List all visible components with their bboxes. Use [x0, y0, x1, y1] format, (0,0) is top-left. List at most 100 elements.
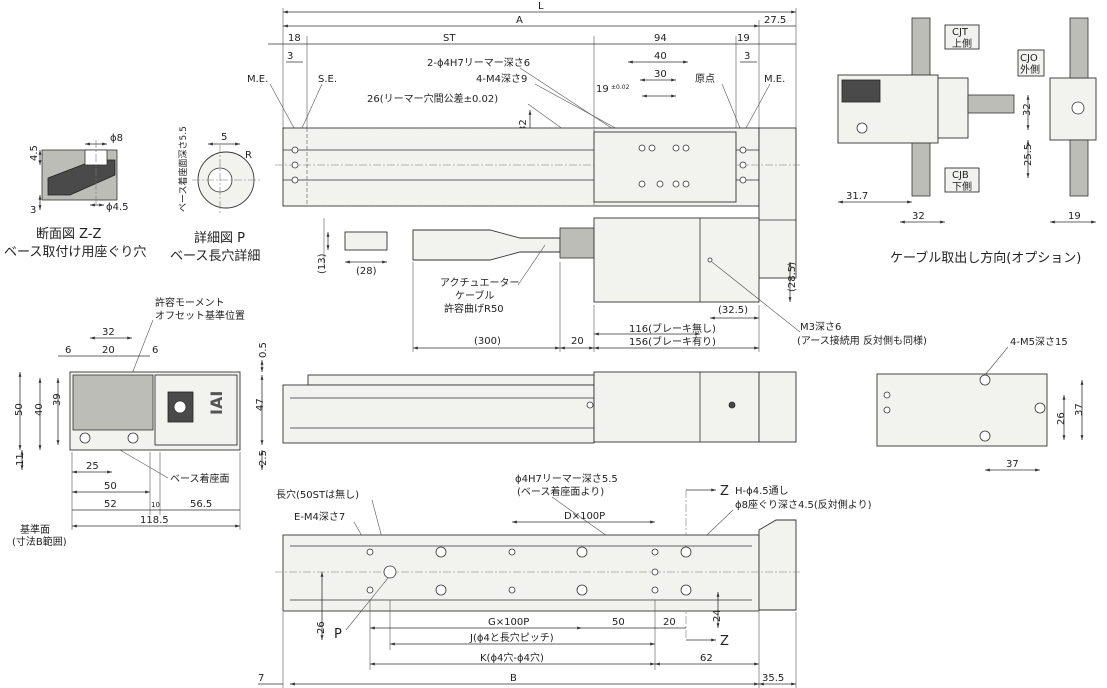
label-se: S.E.	[318, 74, 337, 85]
label-b26: 26	[316, 621, 327, 634]
label-e118-5: 118.5	[140, 515, 169, 526]
right-end-view: 4-M5深さ15 37 26 37	[876, 336, 1085, 472]
label-B: B	[510, 673, 517, 684]
label-K: K(ϕ4穴-ϕ4穴)	[480, 651, 544, 664]
label-P: P	[334, 627, 342, 642]
label-19: 19	[737, 33, 750, 44]
label-tol-19: 19	[596, 84, 609, 95]
cable-direction-view: CJT 上側 CJO 外側 CJB 下側 32 25.5 31.7 32 19 …	[837, 17, 1097, 266]
label-c32: 32	[1022, 103, 1033, 116]
label-A: A	[516, 15, 523, 26]
side-view-base	[282, 384, 595, 444]
detail-p-caption: 詳細図 P	[194, 230, 245, 246]
label-g100: G×100P	[488, 617, 529, 628]
motor-side-view: (13) (28) アクチュエーター ケーブル 許容曲げR50 (28.5) (…	[317, 217, 927, 352]
cable-cjt	[911, 17, 931, 81]
label-me-left: M.E.	[247, 74, 268, 85]
motor-end-top	[758, 127, 797, 279]
label-hphi-2: ϕ8座ぐり深さ4.5(反対側より)	[735, 498, 872, 511]
label-c19: 19	[1068, 211, 1081, 222]
label-e0-5: 0.5	[258, 342, 269, 358]
label-32-5: (32.5)	[718, 305, 748, 316]
label-c25-5: 25.5	[1023, 144, 1034, 166]
label-e6-a: 6	[65, 345, 71, 356]
label-z-bottom: Z	[720, 634, 729, 649]
label-3-left: 3	[287, 51, 293, 62]
detail-p: 5 R ベース着座面深さ5.5 詳細図 P ベース長穴詳細	[170, 126, 262, 264]
label-me-right: M.E.	[764, 74, 785, 85]
label-hphi: H-ϕ4.5通し	[735, 485, 789, 497]
label-e40: 40	[34, 403, 45, 416]
label-28-5: (28.5)	[787, 262, 798, 292]
label-32-v: 32	[518, 119, 529, 132]
label-r37-b: 37	[1006, 459, 1019, 470]
label-m5: 4-M5深さ15	[1010, 336, 1068, 348]
end-view: 許容モーメント オフセット基準位置 32 6 20 6 IAI 50 40 39…	[12, 296, 269, 548]
label-em4: E-M4深さ7	[294, 511, 345, 523]
zz-label-phi4-5: ϕ4.5	[106, 202, 129, 213]
label-moment-2: オフセット基準位置	[155, 309, 245, 322]
label-r37-a: 37	[1074, 403, 1085, 416]
label-e50: 50	[14, 403, 25, 416]
label-e50-b: 50	[104, 481, 117, 492]
label-e52: 52	[104, 499, 117, 510]
label-28: (28)	[356, 266, 377, 277]
slider-top	[593, 131, 737, 203]
label-act-cable-1: アクチュエーター	[440, 277, 520, 289]
label-e47: 47	[255, 398, 266, 411]
label-20: 20	[571, 336, 584, 347]
label-m3-sub: (アース接続用 反対側も同様)	[797, 334, 927, 347]
label-cjb-1: CJB	[952, 170, 969, 181]
label-27-5: 27.5	[764, 15, 786, 26]
label-13: (13)	[317, 253, 328, 274]
iai-logo: IAI	[207, 391, 226, 415]
label-e39: 39	[52, 393, 63, 406]
p-label-R: R	[245, 150, 252, 161]
section-zz-subcaption: ベース取付け用座ぐり穴	[4, 245, 146, 260]
p-label-5: 5	[221, 132, 227, 143]
label-b20: 20	[663, 617, 676, 628]
section-zz-caption: 断面図 Z-Z	[36, 227, 102, 242]
label-act-cable-2: ケーブル	[455, 289, 494, 302]
label-tol-19-sup: ±0.02	[611, 84, 630, 91]
label-e6-b: 6	[152, 345, 158, 356]
cable-cjb	[911, 139, 931, 197]
zz-label-3: 3	[30, 205, 36, 216]
label-phi4h7-a: ϕ4H7リーマー深さ5.5	[515, 473, 618, 485]
detail-p-subcaption: ベース長穴詳細	[170, 248, 260, 264]
label-300: (300)	[474, 336, 501, 347]
zz-label-4-5: 4.5	[29, 145, 40, 161]
label-b62: 62	[700, 653, 713, 664]
right-end-body	[876, 373, 1048, 447]
label-b7: 7	[258, 673, 264, 684]
label-3-right: 3	[744, 51, 750, 62]
label-e11: 11	[15, 453, 26, 466]
label-m3: M3深さ6	[800, 321, 841, 333]
label-L: L	[538, 1, 544, 12]
label-ref-1: 基準面	[20, 523, 50, 536]
label-e32: 32	[102, 327, 115, 338]
label-b50: 50	[612, 617, 625, 628]
label-116: 116(ブレーキ無し)	[629, 322, 716, 335]
label-e56-5: 56.5	[190, 499, 212, 510]
label-d100: D×100P	[564, 511, 605, 522]
label-ref-2: (寸法B範囲)	[12, 535, 67, 548]
motor-body	[593, 217, 760, 303]
bottom-view: 長穴(50STは無し) E-M4深さ7 ϕ4H7リーマー深さ5.5 (ベース着座…	[258, 473, 872, 688]
label-94: 94	[654, 33, 667, 44]
bottom-view-base	[282, 534, 760, 612]
label-reamer-2: 2-ϕ4H7リーマー深さ6	[427, 57, 530, 69]
label-ST: ST	[443, 33, 456, 44]
label-J: J(ϕ4と長穴ピッチ)	[469, 631, 554, 644]
label-cjb-2: 下側	[952, 180, 972, 193]
label-moment-1: 許容モーメント	[155, 296, 225, 309]
label-e20: 20	[102, 345, 115, 356]
label-e10: 10	[151, 501, 160, 509]
label-b24: 24	[712, 609, 723, 622]
label-r26: 26	[1056, 412, 1067, 425]
zz-label-phi8: ϕ8	[110, 133, 123, 144]
label-cjt-1: CJT	[952, 27, 969, 38]
label-origin: 原点	[695, 73, 715, 85]
label-z-top: Z	[720, 484, 729, 499]
